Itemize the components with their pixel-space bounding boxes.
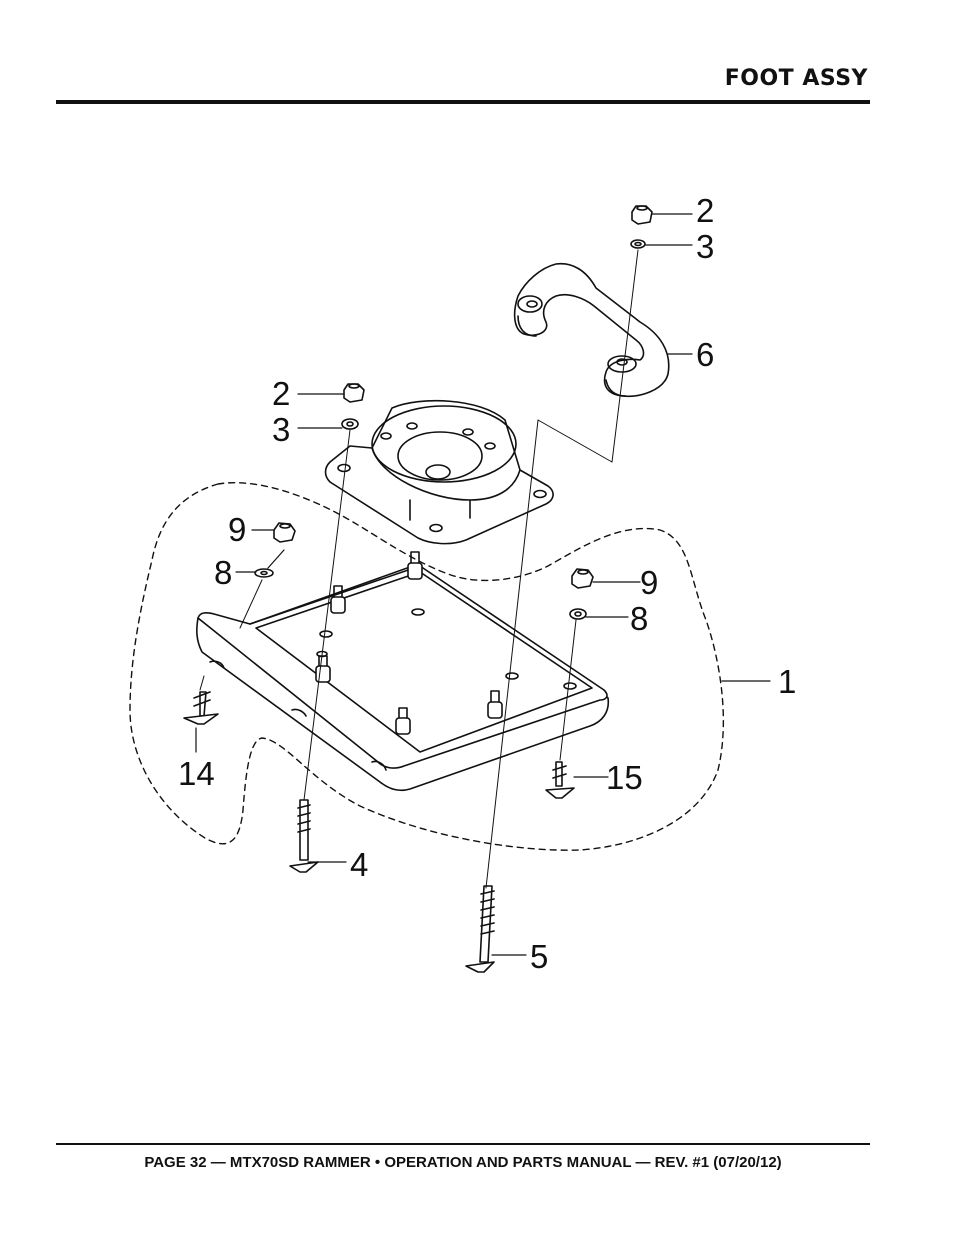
handle <box>513 262 670 398</box>
hardware <box>254 205 653 620</box>
callout-bolt-long: 5 <box>530 938 548 975</box>
page-title: FOOT ASSY <box>724 66 868 91</box>
callout-screw-right: 15 <box>606 759 643 796</box>
callout-washer-left: 8 <box>214 554 232 591</box>
screws <box>183 691 575 799</box>
assembly-boundary <box>129 482 725 851</box>
assembly-lines <box>199 249 639 889</box>
callout-bolt-short: 4 <box>350 846 368 883</box>
callout-nut-left: 9 <box>228 511 246 548</box>
footer-rule <box>56 1143 870 1145</box>
callout-nut-top: 2 <box>696 192 714 229</box>
plate-studs <box>315 551 503 735</box>
callout-assembly: 1 <box>778 663 796 700</box>
callout-washer-right: 8 <box>630 600 648 637</box>
header-rule <box>56 100 870 104</box>
leader-lines <box>195 213 771 956</box>
callout-nut-right: 9 <box>640 564 658 601</box>
bolts <box>289 799 495 973</box>
callout-screw-left: 14 <box>178 755 215 792</box>
callout-nut-mount: 2 <box>272 375 290 412</box>
foot-plate <box>196 565 610 792</box>
page-footer: PAGE 32 — MTX70SD RAMMER • OPERATION AND… <box>144 1154 782 1171</box>
callout-handle: 6 <box>696 336 714 373</box>
mount-casting <box>324 399 554 545</box>
callout-washer-top: 3 <box>696 228 714 265</box>
callout-washer-mount: 3 <box>272 411 290 448</box>
